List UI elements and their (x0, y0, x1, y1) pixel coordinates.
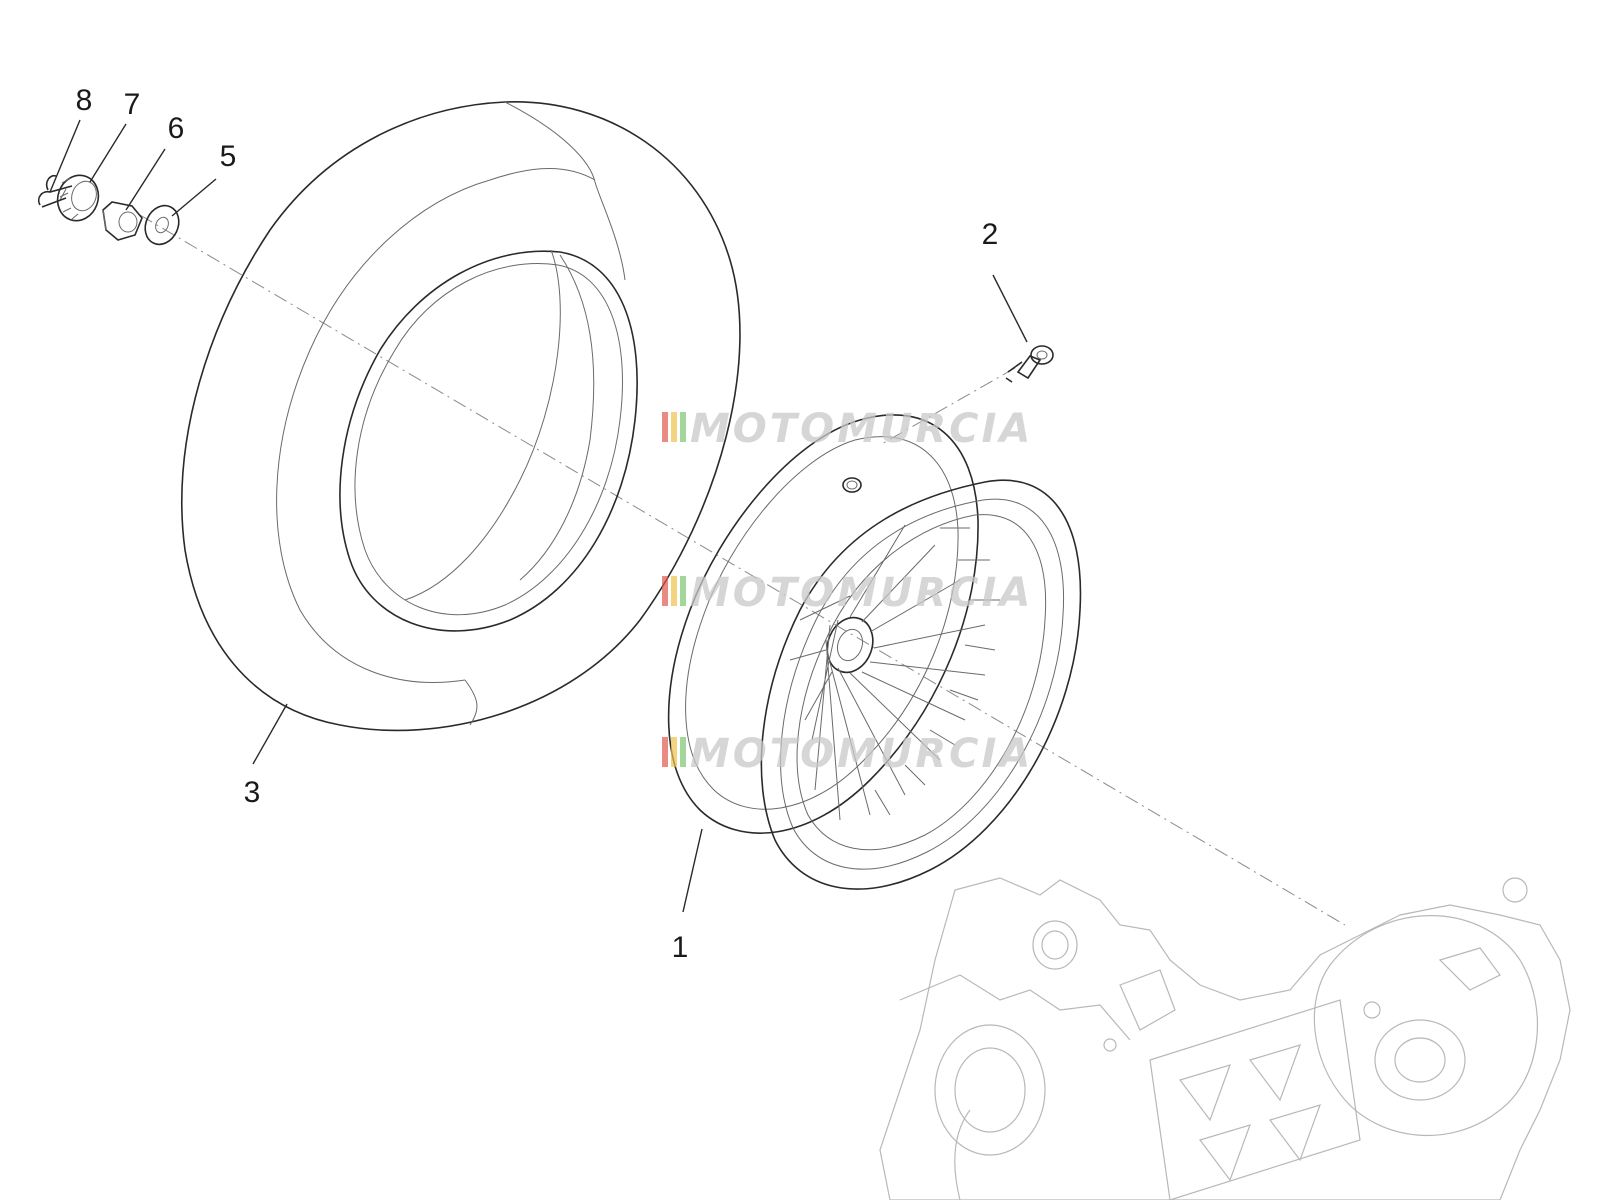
watermark-text-top: MOTOMURCIA (690, 406, 1033, 452)
hex-nut (102, 201, 143, 241)
watermark-text-bottom: MOTOMURCIA (690, 731, 1033, 777)
washer (144, 204, 180, 246)
watermark-bottom: MOTOMURCIA (662, 731, 1033, 777)
callout-2: 2 (982, 218, 999, 251)
screw-part (1005, 345, 1054, 383)
callout-7: 7 (124, 88, 141, 121)
watermark-text-middle: MOTOMURCIA (690, 570, 1033, 616)
cotter-pin (37, 174, 73, 208)
wheel-rim (667, 414, 1082, 890)
watermark-middle: MOTOMURCIA (662, 570, 1033, 616)
callout-8: 8 (76, 84, 93, 117)
castle-nut (56, 174, 100, 222)
watermark-top: MOTOMURCIA (662, 406, 1033, 452)
engine-casing-background (879, 877, 1571, 1200)
callout-5: 5 (220, 140, 237, 173)
leader-lines (49, 119, 1028, 913)
callout-labels: 1 2 3 5 6 7 8 (76, 84, 999, 964)
callout-3: 3 (244, 776, 261, 809)
tyre (181, 101, 741, 732)
callout-1: 1 (672, 931, 689, 964)
callout-6: 6 (168, 112, 185, 145)
